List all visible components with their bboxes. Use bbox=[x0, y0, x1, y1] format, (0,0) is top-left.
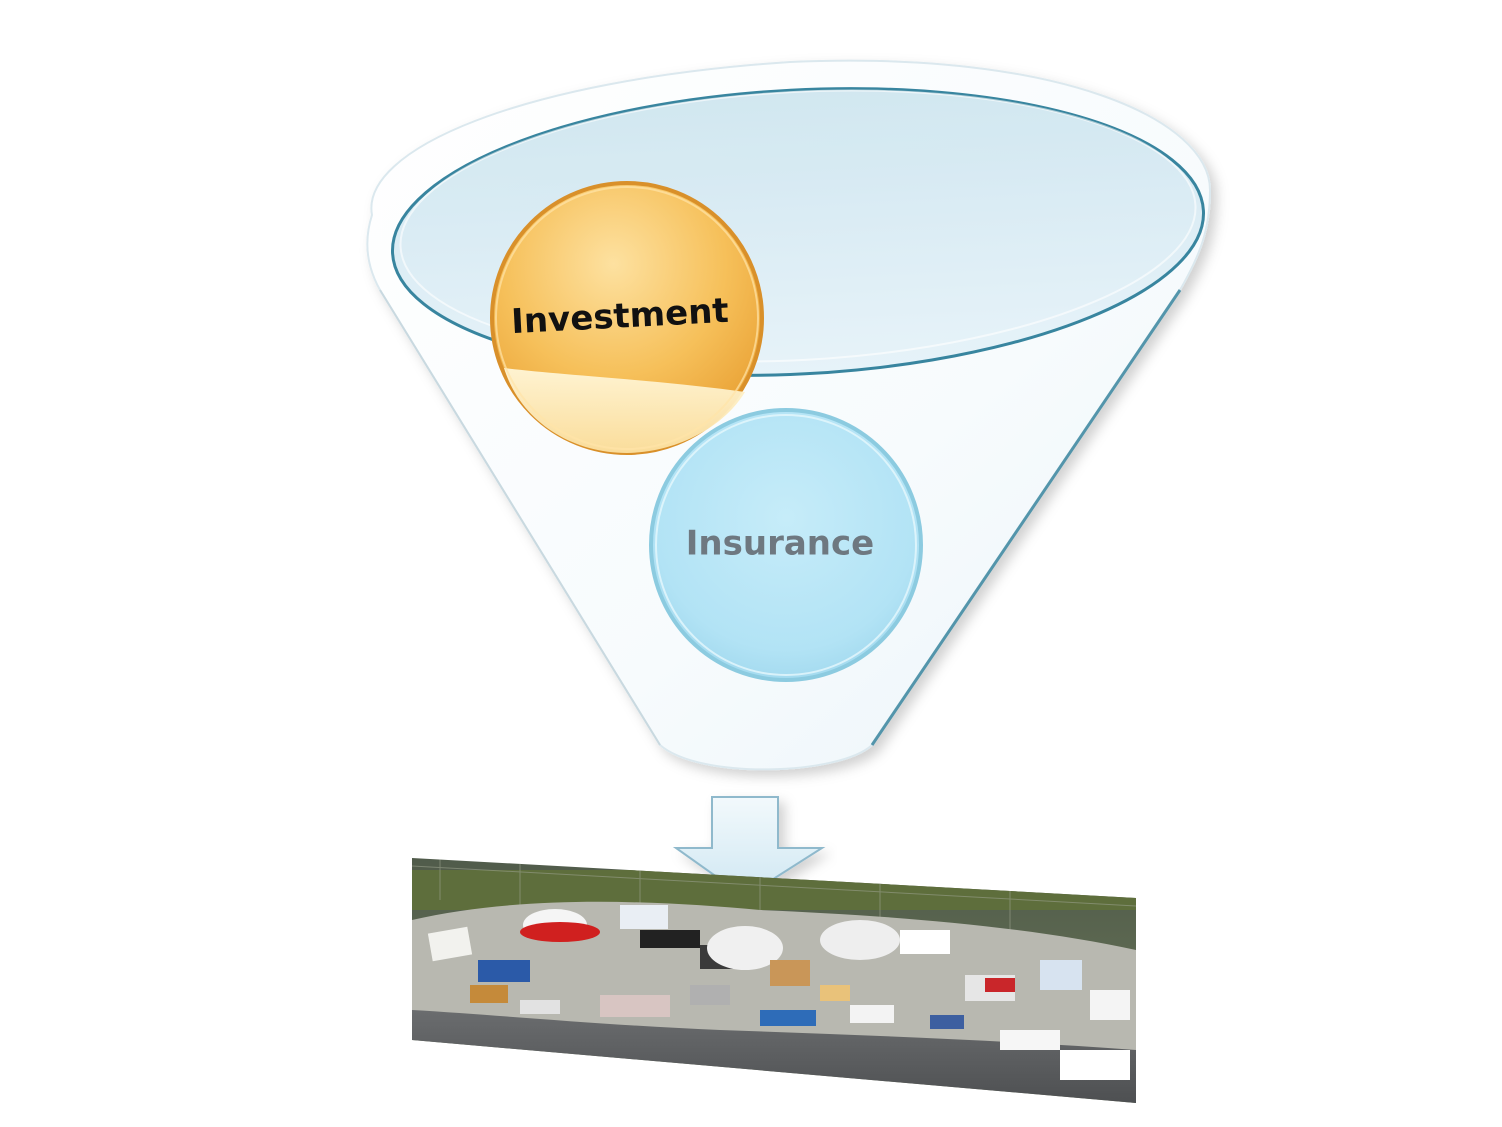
insurance-bubble: Insurance bbox=[649, 408, 923, 682]
down-arrow-icon bbox=[672, 796, 826, 899]
insurance-label: Insurance bbox=[686, 524, 874, 564]
insurance-circle bbox=[649, 408, 923, 682]
trash-photo bbox=[412, 858, 1136, 1103]
funnel-edge-left bbox=[379, 289, 661, 746]
funnel-opening-highlight bbox=[399, 89, 1197, 363]
investment-gloss bbox=[504, 368, 745, 453]
funnel-edge bbox=[870, 289, 1182, 746]
investment-bubble: Investment bbox=[490, 181, 764, 455]
